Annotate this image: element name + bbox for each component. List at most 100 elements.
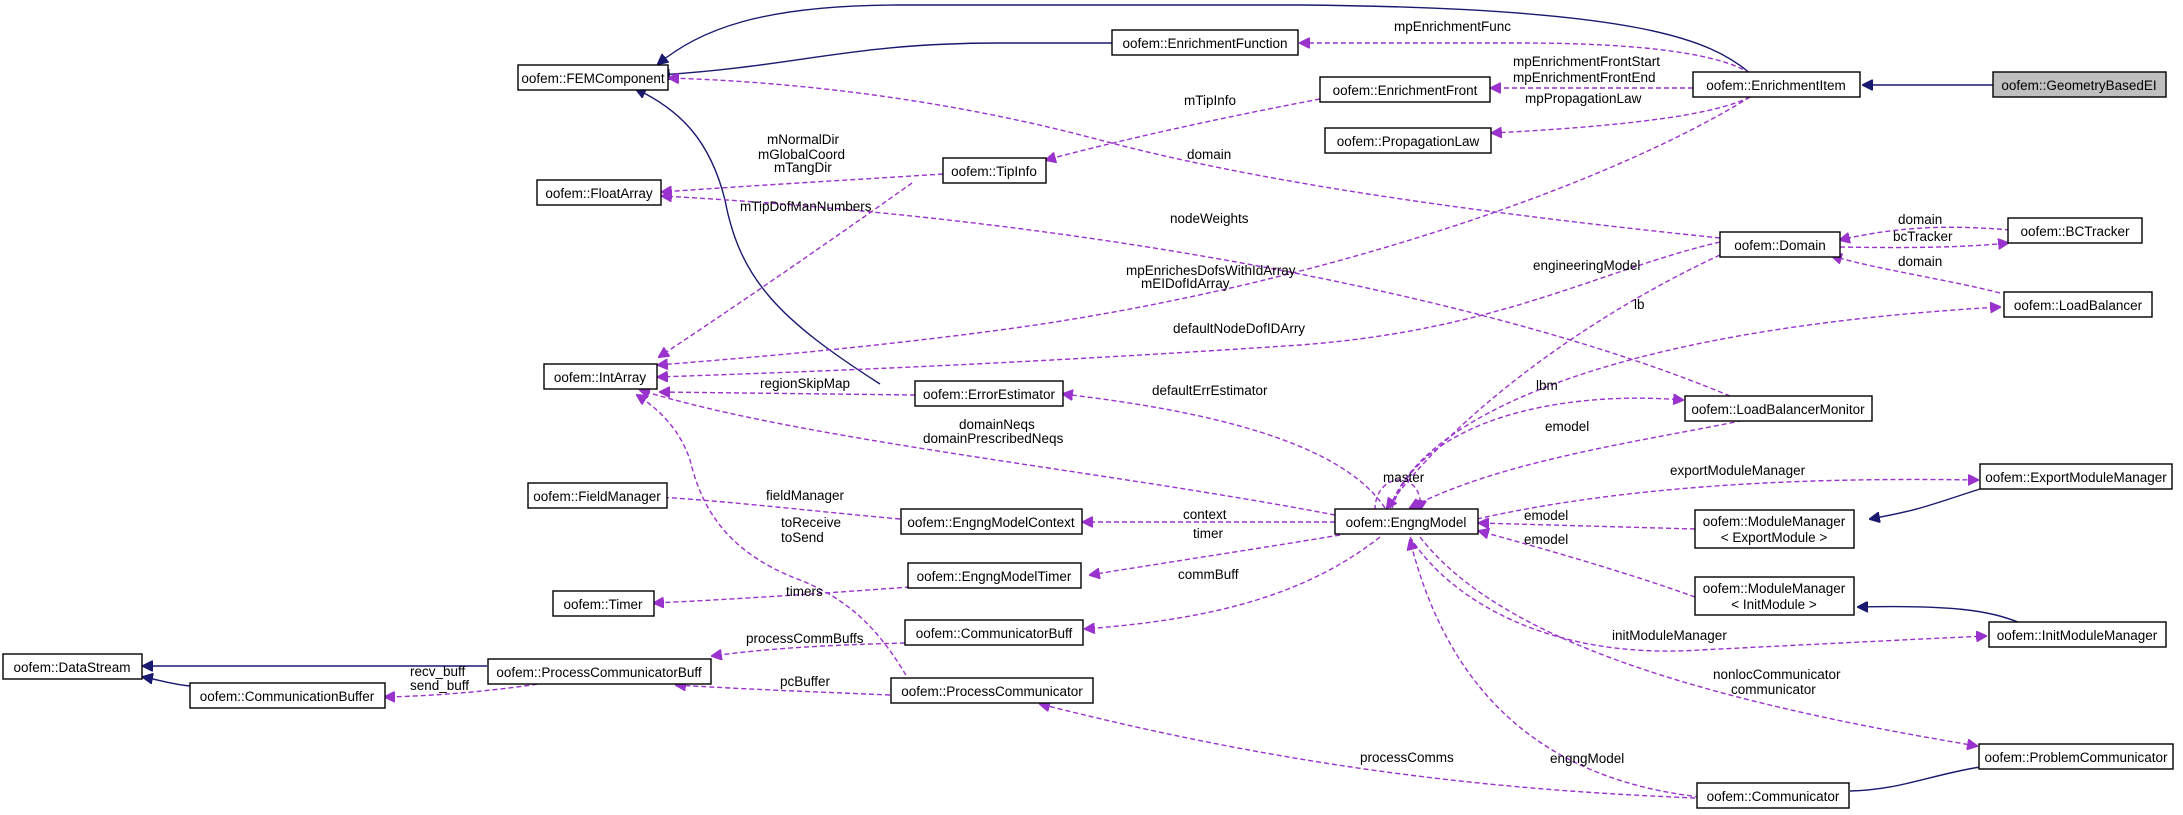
label-emodel-mm1: emodel — [1524, 508, 1568, 523]
label-mglobalcoord: mGlobalCoord — [758, 147, 845, 162]
label-meidofidarray: mEIDofIdArray — [1141, 276, 1230, 291]
node-engngmodeltimer-label: oofem::EngngModelTimer — [917, 569, 1072, 584]
label-mpenrichmentfunc: mpEnrichmentFunc — [1394, 19, 1511, 34]
node-tipinfo[interactable]: oofem::TipInfo — [942, 157, 1047, 184]
edge-domain-femcomponent — [669, 78, 1721, 239]
edge-enrichmentfront-mtipinfo — [1046, 98, 1321, 160]
node-engngmodeltimer[interactable]: oofem::EngngModelTimer — [907, 562, 1082, 589]
node-timer-label: oofem::Timer — [563, 597, 643, 612]
node-loadbalancermonitor-label: oofem::LoadBalancerMonitor — [1691, 402, 1865, 417]
node-processcommunicatorbuff[interactable]: oofem::ProcessCommunicatorBuff — [487, 658, 712, 685]
node-initmodulemanager[interactable]: oofem::InitModuleManager — [1988, 621, 2167, 648]
label-master: master — [1383, 470, 1425, 485]
node-bctracker[interactable]: oofem::BCTracker — [2007, 217, 2143, 244]
label-timers: timers — [786, 584, 823, 599]
node-femcomponent[interactable]: oofem::FEMComponent — [517, 64, 669, 91]
edge-engngmodel-intarray — [640, 390, 1336, 516]
edge-engngmodel-exportmodulemanager — [1476, 479, 1978, 520]
node-communicatorbuff[interactable]: oofem::CommunicatorBuff — [904, 619, 1084, 646]
edge-processcommunicatorbuff-buffers — [385, 682, 546, 697]
label-mpenrichmentfrontend: mpEnrichmentFrontEnd — [1513, 70, 1656, 85]
edge-femcomponent-to-errorestimator — [636, 89, 881, 385]
label-exportmodulemanager: exportModuleManager — [1670, 463, 1806, 478]
edge-domain-intarray — [658, 241, 1721, 377]
node-fieldmanager-label: oofem::FieldManager — [533, 489, 661, 504]
label-lb: lb — [1634, 297, 1645, 312]
label-domain-ei: domain — [1187, 147, 1231, 162]
node-errorestimator-label: oofem::ErrorEstimator — [923, 387, 1056, 402]
node-processcommunicator[interactable]: oofem::ProcessCommunicator — [890, 677, 1094, 704]
node-loadbalancer[interactable]: oofem::LoadBalancer — [2003, 291, 2153, 318]
edge-engngmodel-loadbalancer — [1389, 307, 2000, 509]
label-pcbuffer: pcBuffer — [780, 674, 831, 689]
node-modulemanager-export-label-2: < ExportModule > — [1721, 530, 1828, 545]
edge-processcommunicator-pcbuffer — [676, 685, 891, 696]
label-mpenrichesdofswithidarray: mpEnrichesDofsWithIdArray — [1126, 263, 1296, 278]
node-geometrybasedei[interactable]: oofem::GeometryBasedEI — [1992, 71, 2167, 98]
node-processcommunicator-label: oofem::ProcessCommunicator — [901, 684, 1083, 699]
label-mnormaldir: mNormalDir — [767, 132, 840, 147]
label-domainneqs: domainNeqs — [959, 417, 1035, 432]
label-regionskipmap: regionSkipMap — [760, 376, 850, 391]
node-communicatorbuff-label: oofem::CommunicatorBuff — [916, 626, 1073, 641]
node-fieldmanager[interactable]: oofem::FieldManager — [527, 482, 668, 509]
node-floatarray[interactable]: oofem::FloatArray — [536, 179, 662, 206]
edge-domain-engineeringmodel — [1387, 254, 1721, 508]
node-problemcommunicator[interactable]: oofem::ProblemCommunicator — [1978, 743, 2174, 770]
label-emodel-mm2: emodel — [1524, 532, 1568, 547]
label-defaultnodedofidarry: defaultNodeDofIDArry — [1173, 321, 1305, 336]
edge-errorestimator-intarray — [660, 392, 916, 395]
edge-tipinfo-floatarray — [662, 173, 944, 192]
node-modulemanager-init[interactable]: oofem::ModuleManager < InitModule > — [1694, 576, 1855, 616]
node-communicationbuffer[interactable]: oofem::CommunicationBuffer — [189, 682, 386, 709]
edge-engngmodel-commbuff — [1085, 536, 1381, 629]
node-engngmodelcontext[interactable]: oofem::EngngModelContext — [900, 508, 1083, 535]
edge-engngmodel-master — [1374, 479, 1420, 510]
label-engineeringmodel: engineeringModel — [1533, 258, 1640, 273]
label-recv-buff: recv_buff — [410, 664, 466, 679]
node-initmodulemanager-label: oofem::InitModuleManager — [1997, 628, 2158, 643]
node-propagationlaw[interactable]: oofem::PropagationLaw — [1324, 127, 1492, 154]
node-tipinfo-label: oofem::TipInfo — [951, 164, 1037, 179]
label-bctracker: bcTracker — [1893, 229, 1953, 244]
node-enrichmentfunction[interactable]: oofem::EnrichmentFunction — [1111, 29, 1299, 56]
node-engngmodel[interactable]: oofem::EngngModel — [1334, 508, 1479, 535]
node-intarray[interactable]: oofem::IntArray — [543, 363, 658, 390]
node-enrichmentitem[interactable]: oofem::EnrichmentItem — [1692, 71, 1861, 98]
label-communicator: communicator — [1731, 682, 1816, 697]
edge-problemcommunicator-to-communicator — [1849, 766, 1981, 792]
node-geometrybasedei-label: oofem::GeometryBasedEI — [2001, 78, 2156, 93]
node-domain[interactable]: oofem::Domain — [1719, 231, 1841, 258]
label-initmodulemanager: initModuleManager — [1612, 628, 1727, 643]
edge-enrichmentitem-mpenrichmentfunc — [1300, 43, 1751, 74]
node-modulemanager-export[interactable]: oofem::ModuleManager < ExportModule > — [1694, 509, 1855, 549]
label-processcommbuffs: processCommBuffs — [746, 631, 864, 646]
node-communicationbuffer-label: oofem::CommunicationBuffer — [200, 689, 375, 704]
node-engngmodelcontext-label: oofem::EngngModelContext — [907, 515, 1075, 530]
node-loadbalancermonitor[interactable]: oofem::LoadBalancerMonitor — [1684, 395, 1873, 422]
label-domain-lb: domain — [1898, 254, 1942, 269]
node-enrichmentfunction-label: oofem::EnrichmentFunction — [1122, 36, 1287, 51]
node-communicator[interactable]: oofem::Communicator — [1696, 782, 1850, 809]
label-mtipinfo: mTipInfo — [1184, 93, 1236, 108]
node-modulemanager-init-label-1: oofem::ModuleManager — [1703, 581, 1846, 596]
node-errorestimator[interactable]: oofem::ErrorEstimator — [914, 380, 1064, 407]
edge-engngmodel-problemcommunicator — [1419, 536, 1977, 746]
node-floatarray-label: oofem::FloatArray — [545, 186, 653, 201]
label-mppropagationlaw: mpPropagationLaw — [1525, 91, 1642, 106]
node-exportmodulemanager[interactable]: oofem::ExportModuleManager — [1979, 463, 2173, 490]
node-propagationlaw-label: oofem::PropagationLaw — [1337, 134, 1480, 149]
edge-engngmodel-initmodulemanager — [1409, 536, 1986, 652]
node-datastream[interactable]: oofem::DataStream — [2, 653, 143, 680]
label-processcomms: processComms — [1360, 750, 1454, 765]
edge-loadbalancer-domain — [1832, 256, 2001, 294]
edge-modulemanager-export-to-exportmodulemanager — [1870, 488, 1981, 519]
node-enrichmentfront-label: oofem::EnrichmentFront — [1333, 83, 1478, 98]
edge-communicator-processcomms — [1040, 704, 1696, 799]
node-femcomponent-label: oofem::FEMComponent — [521, 71, 665, 86]
edge-modulemanager-init-to-initmodulemanager — [1858, 607, 2021, 624]
node-enrichmentfront[interactable]: oofem::EnrichmentFront — [1319, 76, 1491, 103]
edge-enrichmentitem-intarray — [658, 96, 1751, 365]
label-toreceive: toReceive — [781, 515, 841, 530]
node-timer[interactable]: oofem::Timer — [552, 590, 655, 617]
